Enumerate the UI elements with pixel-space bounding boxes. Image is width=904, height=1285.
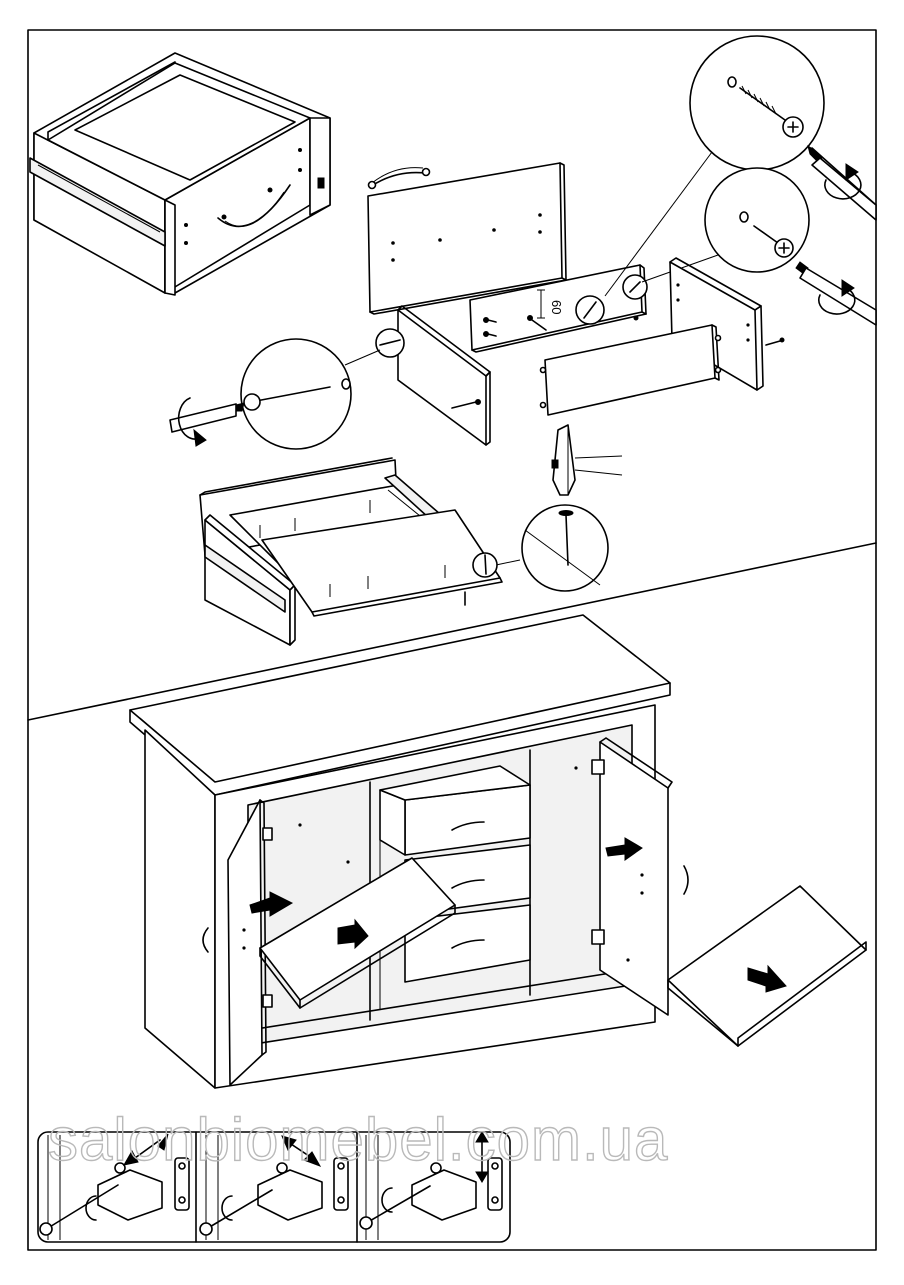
rotate-arrow-icon bbox=[221, 1195, 233, 1221]
rotate-arrow-icon bbox=[824, 171, 862, 200]
screw-icon bbox=[753, 225, 794, 258]
handle-icon bbox=[683, 865, 689, 895]
hinge-icon bbox=[262, 994, 273, 1008]
handle-icon bbox=[202, 927, 209, 953]
hinge-step-1 bbox=[39, 1133, 190, 1240]
left-shelf bbox=[259, 857, 456, 1009]
page-border bbox=[27, 29, 877, 1251]
right-shelf bbox=[667, 885, 867, 1047]
push-arrow-icon bbox=[337, 918, 369, 950]
sideboard-cabinet bbox=[129, 614, 867, 1089]
screwdriver-icon bbox=[169, 402, 245, 433]
push-arrow-icon bbox=[249, 891, 294, 917]
handle-icon bbox=[451, 939, 485, 949]
screw-icon bbox=[243, 386, 331, 411]
drawer-front-panel bbox=[367, 162, 567, 315]
hinge-adjustment-panel bbox=[37, 1131, 511, 1243]
screw-icon bbox=[739, 85, 804, 138]
watermark-text: salonbiomebel.com.ua bbox=[48, 1106, 668, 1173]
screw-zoom-detail-3 bbox=[169, 338, 381, 450]
screwdriver-icon bbox=[795, 261, 877, 326]
rotate-arrow-icon bbox=[85, 1195, 97, 1221]
assembled-drawer bbox=[29, 52, 331, 296]
left-door bbox=[202, 799, 273, 1086]
rotate-arrow-icon bbox=[177, 397, 201, 440]
drawer-back-panel: 60 bbox=[469, 264, 648, 353]
handle-icon bbox=[451, 821, 485, 831]
hinge-step-3 bbox=[359, 1131, 503, 1240]
push-arrow-icon bbox=[134, 1139, 161, 1159]
screwdriver-icon bbox=[807, 144, 877, 221]
hammer-icon bbox=[551, 424, 623, 496]
handle-icon bbox=[451, 879, 485, 889]
nail-zoom-detail bbox=[495, 504, 609, 592]
screw-zoom-detail-2 bbox=[641, 167, 877, 326]
drawer-bottom-assembly bbox=[199, 457, 503, 646]
nail-icon bbox=[558, 510, 574, 566]
hinge-icon bbox=[591, 929, 605, 945]
push-arrow-icon bbox=[605, 837, 643, 861]
drawer-rail-panel bbox=[539, 324, 722, 416]
drawer-handle-part bbox=[367, 167, 431, 190]
dimension-label: 60 bbox=[549, 300, 564, 314]
section-divider bbox=[27, 542, 877, 721]
hinge-icon bbox=[262, 827, 273, 841]
rotate-arrow-icon bbox=[381, 1187, 393, 1213]
hinge-step-2 bbox=[199, 1135, 349, 1240]
screw-zoom-detail-1 bbox=[604, 35, 877, 297]
push-arrow-icon bbox=[747, 964, 787, 993]
right-door bbox=[591, 737, 689, 1016]
hinge-icon bbox=[591, 759, 605, 775]
drawer-left-side-panel bbox=[375, 305, 491, 446]
rotate-arrow-icon bbox=[818, 287, 856, 315]
